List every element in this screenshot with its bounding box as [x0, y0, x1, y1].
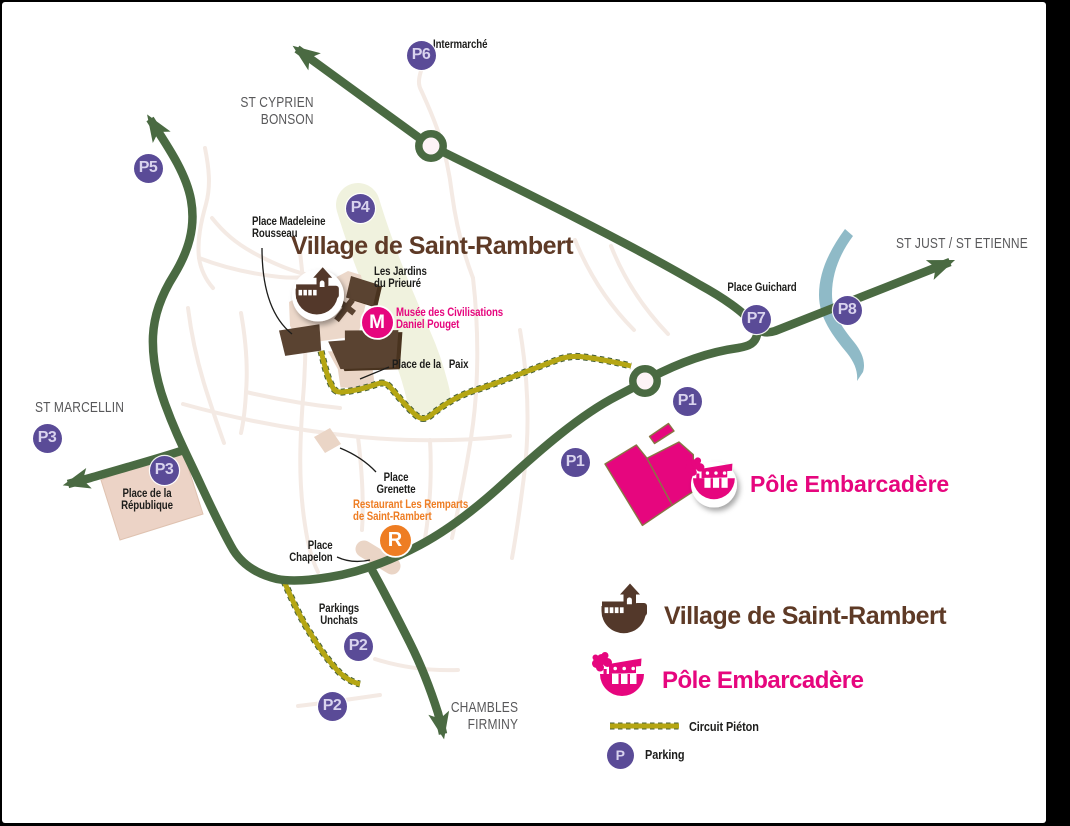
map-village-title: Village de Saint-Rambert: [291, 232, 574, 260]
building-center: [328, 330, 399, 370]
roundabout-east: [629, 365, 661, 397]
legend-village-label: Village de Saint-Rambert: [664, 602, 947, 630]
parking-badge-p1-roundabout: P1: [672, 386, 702, 416]
road-ring-west: [146, 114, 642, 585]
grenette-plaza: [314, 428, 341, 453]
legend-circuit-label: Circuit Piéton: [689, 719, 759, 734]
legend-parking-badge: P: [606, 741, 634, 769]
parking-badge-p6: P6: [406, 40, 436, 70]
circuit-pieton-path: [280, 350, 632, 688]
village-boat-icon: [295, 267, 339, 315]
village-map-badge: [292, 267, 344, 322]
label-les-jardins: Les Jardins du Prieuré: [374, 266, 427, 291]
label-place-republique: Place de la République: [121, 488, 173, 513]
pole-building-bar: [648, 422, 675, 445]
legend-pole-label: Pôle Embarcadère: [662, 667, 864, 694]
direction-st-cyprien: ST CYPRIEN BONSON: [240, 94, 314, 129]
pole-buildings: [604, 422, 695, 527]
label-musee: Musée des Civilisations Daniel Pouget: [396, 307, 504, 332]
roundabouts: [415, 130, 661, 397]
parking-badge-p7: P7: [741, 304, 771, 334]
parking-badge-p3-road: P3: [149, 455, 179, 485]
pole-embarcadere-map-icon: [685, 457, 735, 500]
restaurant-badge: R: [379, 524, 411, 556]
label-place-chapelon: Place Chapelon: [289, 540, 333, 565]
label-place-paix: Place de la Paix: [392, 359, 469, 371]
roundabout-north: [415, 130, 447, 162]
parking-badge-p8: P8: [832, 295, 862, 325]
direction-st-marcellin: ST MARCELLIN: [35, 399, 125, 416]
museum-badge: M: [361, 307, 393, 338]
legend-pole-icon: [592, 652, 644, 696]
legend-village-icon: [601, 583, 647, 634]
road-branch-chambles: [368, 567, 450, 740]
map-pole-title: Pôle Embarcadère: [750, 471, 950, 497]
parking-badge-p2-south: P2: [317, 691, 347, 721]
pole-map-badge: [685, 457, 737, 508]
legend-parking-label: Parking: [645, 747, 685, 762]
road-branch-marcellin: [62, 445, 186, 489]
road-ring-east: [645, 330, 762, 383]
label-intermarche: Intermarché: [433, 39, 488, 51]
direction-st-just: ST JUST / ST ETIENNE: [896, 235, 1028, 252]
parking-badge-p3-west: P3: [32, 423, 62, 453]
label-restaurant: Restaurant Les Remparts de Saint-Rambert: [353, 499, 469, 524]
label-place-grenette: Place Grenette: [376, 472, 416, 497]
parking-badge-p1-road: P1: [560, 447, 590, 477]
direction-chambles: CHAMBLES FIRMINY: [450, 699, 518, 734]
parking-badge-p2-north: P2: [343, 631, 373, 661]
label-parkings-unchats: Parkings Unchats: [318, 603, 360, 628]
label-place-madeleine: Place Madeleine Rousseau: [252, 216, 326, 241]
label-place-guichard: Place Guichard: [727, 282, 797, 294]
building-north: [346, 276, 378, 306]
parking-badge-p4: P4: [345, 193, 375, 223]
parking-badge-p5: P5: [133, 153, 163, 183]
village-buildings: [279, 276, 403, 372]
